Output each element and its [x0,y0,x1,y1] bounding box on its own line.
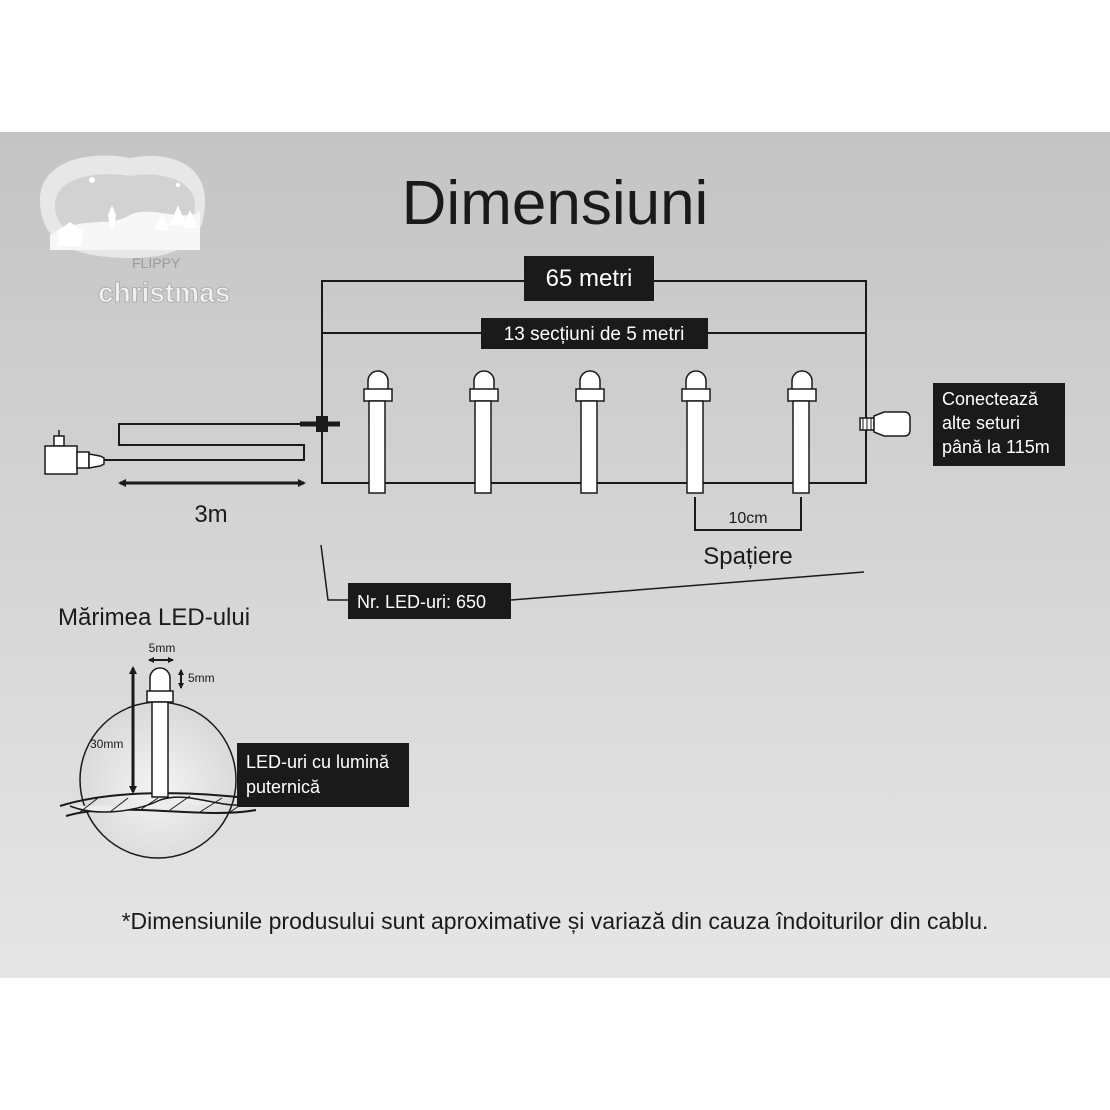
sections-box [481,318,708,349]
end-connector [859,411,911,437]
connect-box [933,383,1065,466]
led-length-label: 30mm [90,737,123,751]
footnote: *Dimensiunile produsului sunt aproximati… [122,908,989,934]
led-2 [469,370,499,494]
cable-splitter [300,416,340,432]
total-length-box [524,256,654,301]
spacing-bracket [694,497,802,531]
power-adapter [44,430,105,475]
sections-label: 13 secțiuni de 5 metri [504,324,685,345]
brand-logo: FLIPPY christmas [40,155,231,309]
led-size-heading: Mărimea LED-ului [58,604,250,631]
led-count-box [348,583,511,619]
led-size-diagram [146,667,174,798]
spacing-caption: Spațiere [703,543,792,570]
total-length-label: 65 metri [546,265,633,292]
led-callout-box [237,743,409,807]
connect-label-line3: până la 115m [942,437,1050,457]
led-callout-line2: puternică [246,777,321,797]
led-count-label: Nr. LED-uri: 650 [357,592,486,612]
spacing-value-label: 10cm [728,510,767,527]
led-count-right-line [510,571,865,601]
page-title: Dimensiuni [402,169,709,238]
logo-sub-text: christmas [98,277,230,308]
logo-brand-text: FLIPPY [132,255,181,271]
led-width-label: 5mm [149,641,176,655]
led-4 [681,370,711,494]
led-1 [363,370,393,494]
led-3 [575,370,605,494]
lead-cable [104,423,306,461]
led-5 [787,370,817,494]
connect-label-line1: Conectează [942,389,1039,409]
led-count-left-line [320,544,348,601]
lead-length-label: 3m [194,501,227,528]
led-callout-line1: LED-uri cu lumină [246,752,390,772]
led-head-height-label: 5mm [188,671,215,685]
connect-label-line2: alte seturi [942,413,1020,433]
